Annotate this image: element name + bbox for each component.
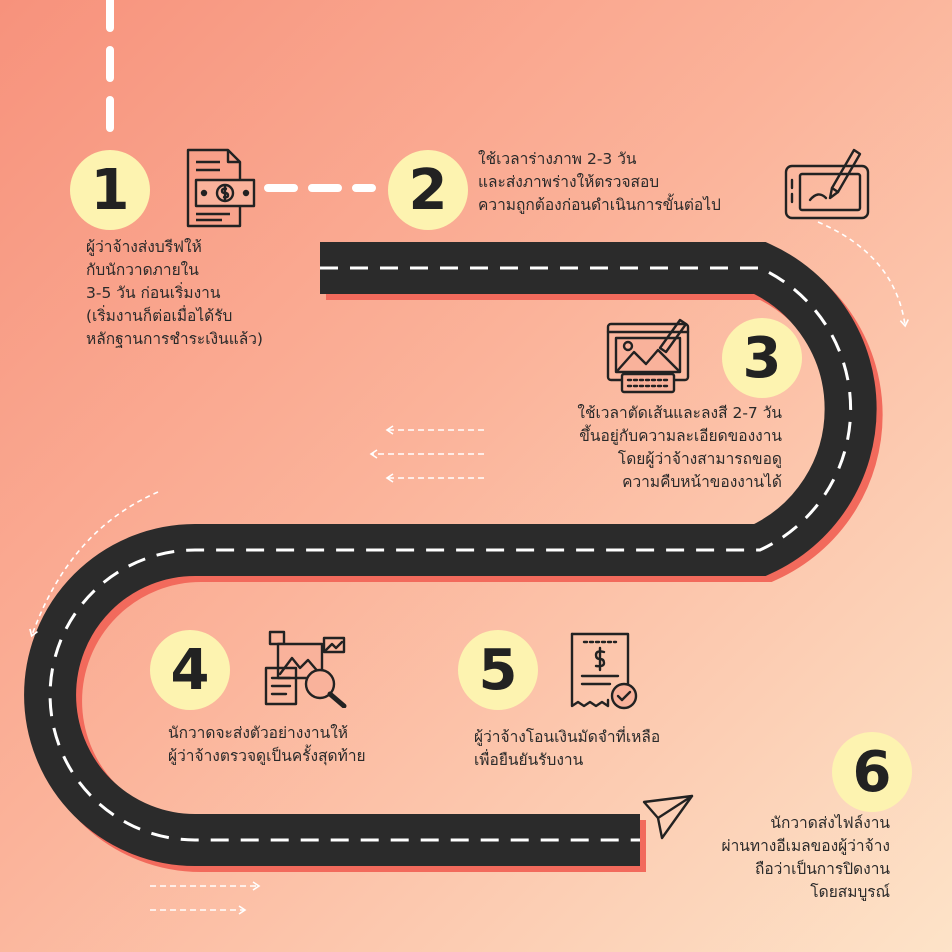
step-2-badge: 2 (388, 150, 468, 230)
step-5-text: ผู้ว่าจ้างโอนเงินมัดจำที่เหลือ เพื่อยืนย… (474, 728, 661, 769)
step-5-badge: 5 (458, 630, 538, 710)
paper-plane-icon (642, 794, 694, 840)
drawing-tablet-icon (784, 148, 870, 220)
step-2-text: ใช้เวลาร่างภาพ 2-3 วัน และส่งภาพร่างให้ต… (478, 150, 721, 214)
step-1-badge: 1 (70, 150, 150, 230)
step-4-number: 4 (170, 637, 210, 703)
road-center-line (48, 266, 853, 842)
curved-arrow-right (817, 221, 909, 328)
step-1-number: 1 (90, 157, 130, 223)
curved-arrow-left (29, 491, 159, 638)
step-4-text: นักวาดจะส่งตัวอย่างงานให้ ผู้ว่าจ้างตรวจ… (168, 724, 366, 765)
step-6-badge: 6 (832, 732, 912, 812)
step-2-number: 2 (408, 157, 448, 223)
step-6-text: นักวาดส่งไฟล์งาน ผ่านทางอีเมลของผู้ว่าจ้… (721, 814, 890, 901)
step-3-badge: 3 (722, 318, 802, 398)
step-3-text: ใช้เวลาตัดเส้นและลงสี 2-7 วัน ขึ้นอยู่กั… (577, 404, 782, 491)
step-4-badge: 4 (150, 630, 230, 710)
digital-art-screen-icon (606, 318, 690, 394)
receipt-check-icon (570, 632, 638, 710)
step-3-number: 3 (742, 325, 782, 391)
step-6-number: 6 (852, 739, 892, 805)
step-1-text: ผู้ว่าจ้างส่งบรีฟให้ กับนักวาดภายใน 3-5 … (86, 238, 263, 348)
money-document-icon (186, 148, 256, 228)
step-5-number: 5 (478, 637, 518, 703)
image-search-icon (264, 630, 347, 708)
